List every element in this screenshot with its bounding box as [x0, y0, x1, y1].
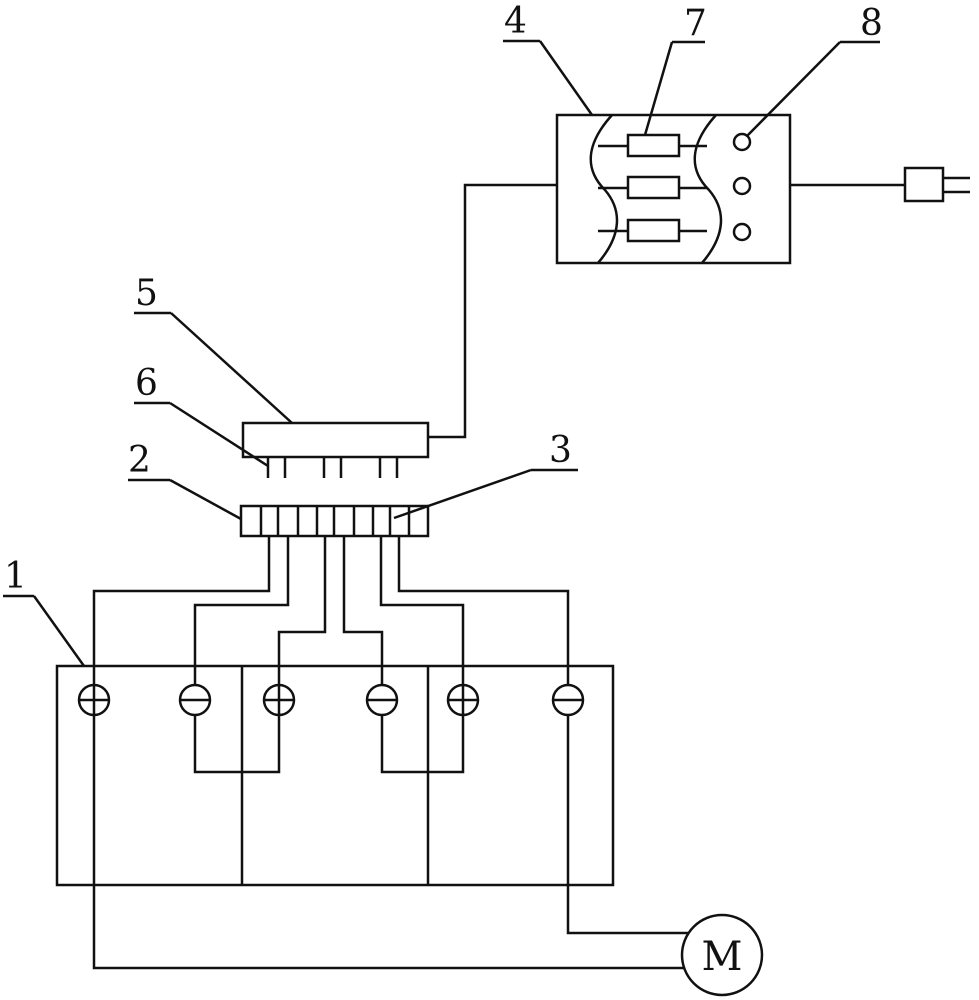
socket-wires: [92, 536, 570, 685]
callouts: 1 2 3 4 5 6 7 8: [3, 1, 883, 667]
indicator-2: [732, 176, 752, 196]
motor-wiring: [92, 715, 688, 970]
battery-pack: [55, 664, 615, 887]
callout-1: 1: [4, 556, 27, 597]
signal-wire: [428, 183, 557, 439]
jumper-1: [193, 715, 281, 774]
controller-box: [555, 113, 792, 265]
battery-terminals: [77, 683, 585, 717]
resistor-array: [598, 133, 707, 243]
power-plug: [790, 166, 970, 203]
callout-3: 3: [549, 430, 572, 471]
callout-6: 6: [135, 363, 158, 404]
jumper-2: [380, 715, 465, 774]
callout-8: 8: [860, 3, 883, 44]
callout-2: 2: [128, 440, 151, 481]
connector-pins: [266, 457, 399, 478]
motor-label: M: [702, 934, 743, 980]
resistor-1: [626, 133, 681, 158]
resistor-3: [626, 218, 681, 243]
callout-4: 4: [504, 1, 527, 42]
resistor-2: [626, 175, 681, 200]
indicator-1: [732, 132, 752, 152]
socket-strip: [239, 504, 430, 538]
motor: M: [680, 913, 764, 997]
connector-plug: [241, 421, 430, 478]
callout-5: 5: [135, 273, 158, 314]
indicator-lights: [732, 132, 752, 242]
callout-7: 7: [684, 3, 707, 44]
indicator-3: [732, 222, 752, 242]
